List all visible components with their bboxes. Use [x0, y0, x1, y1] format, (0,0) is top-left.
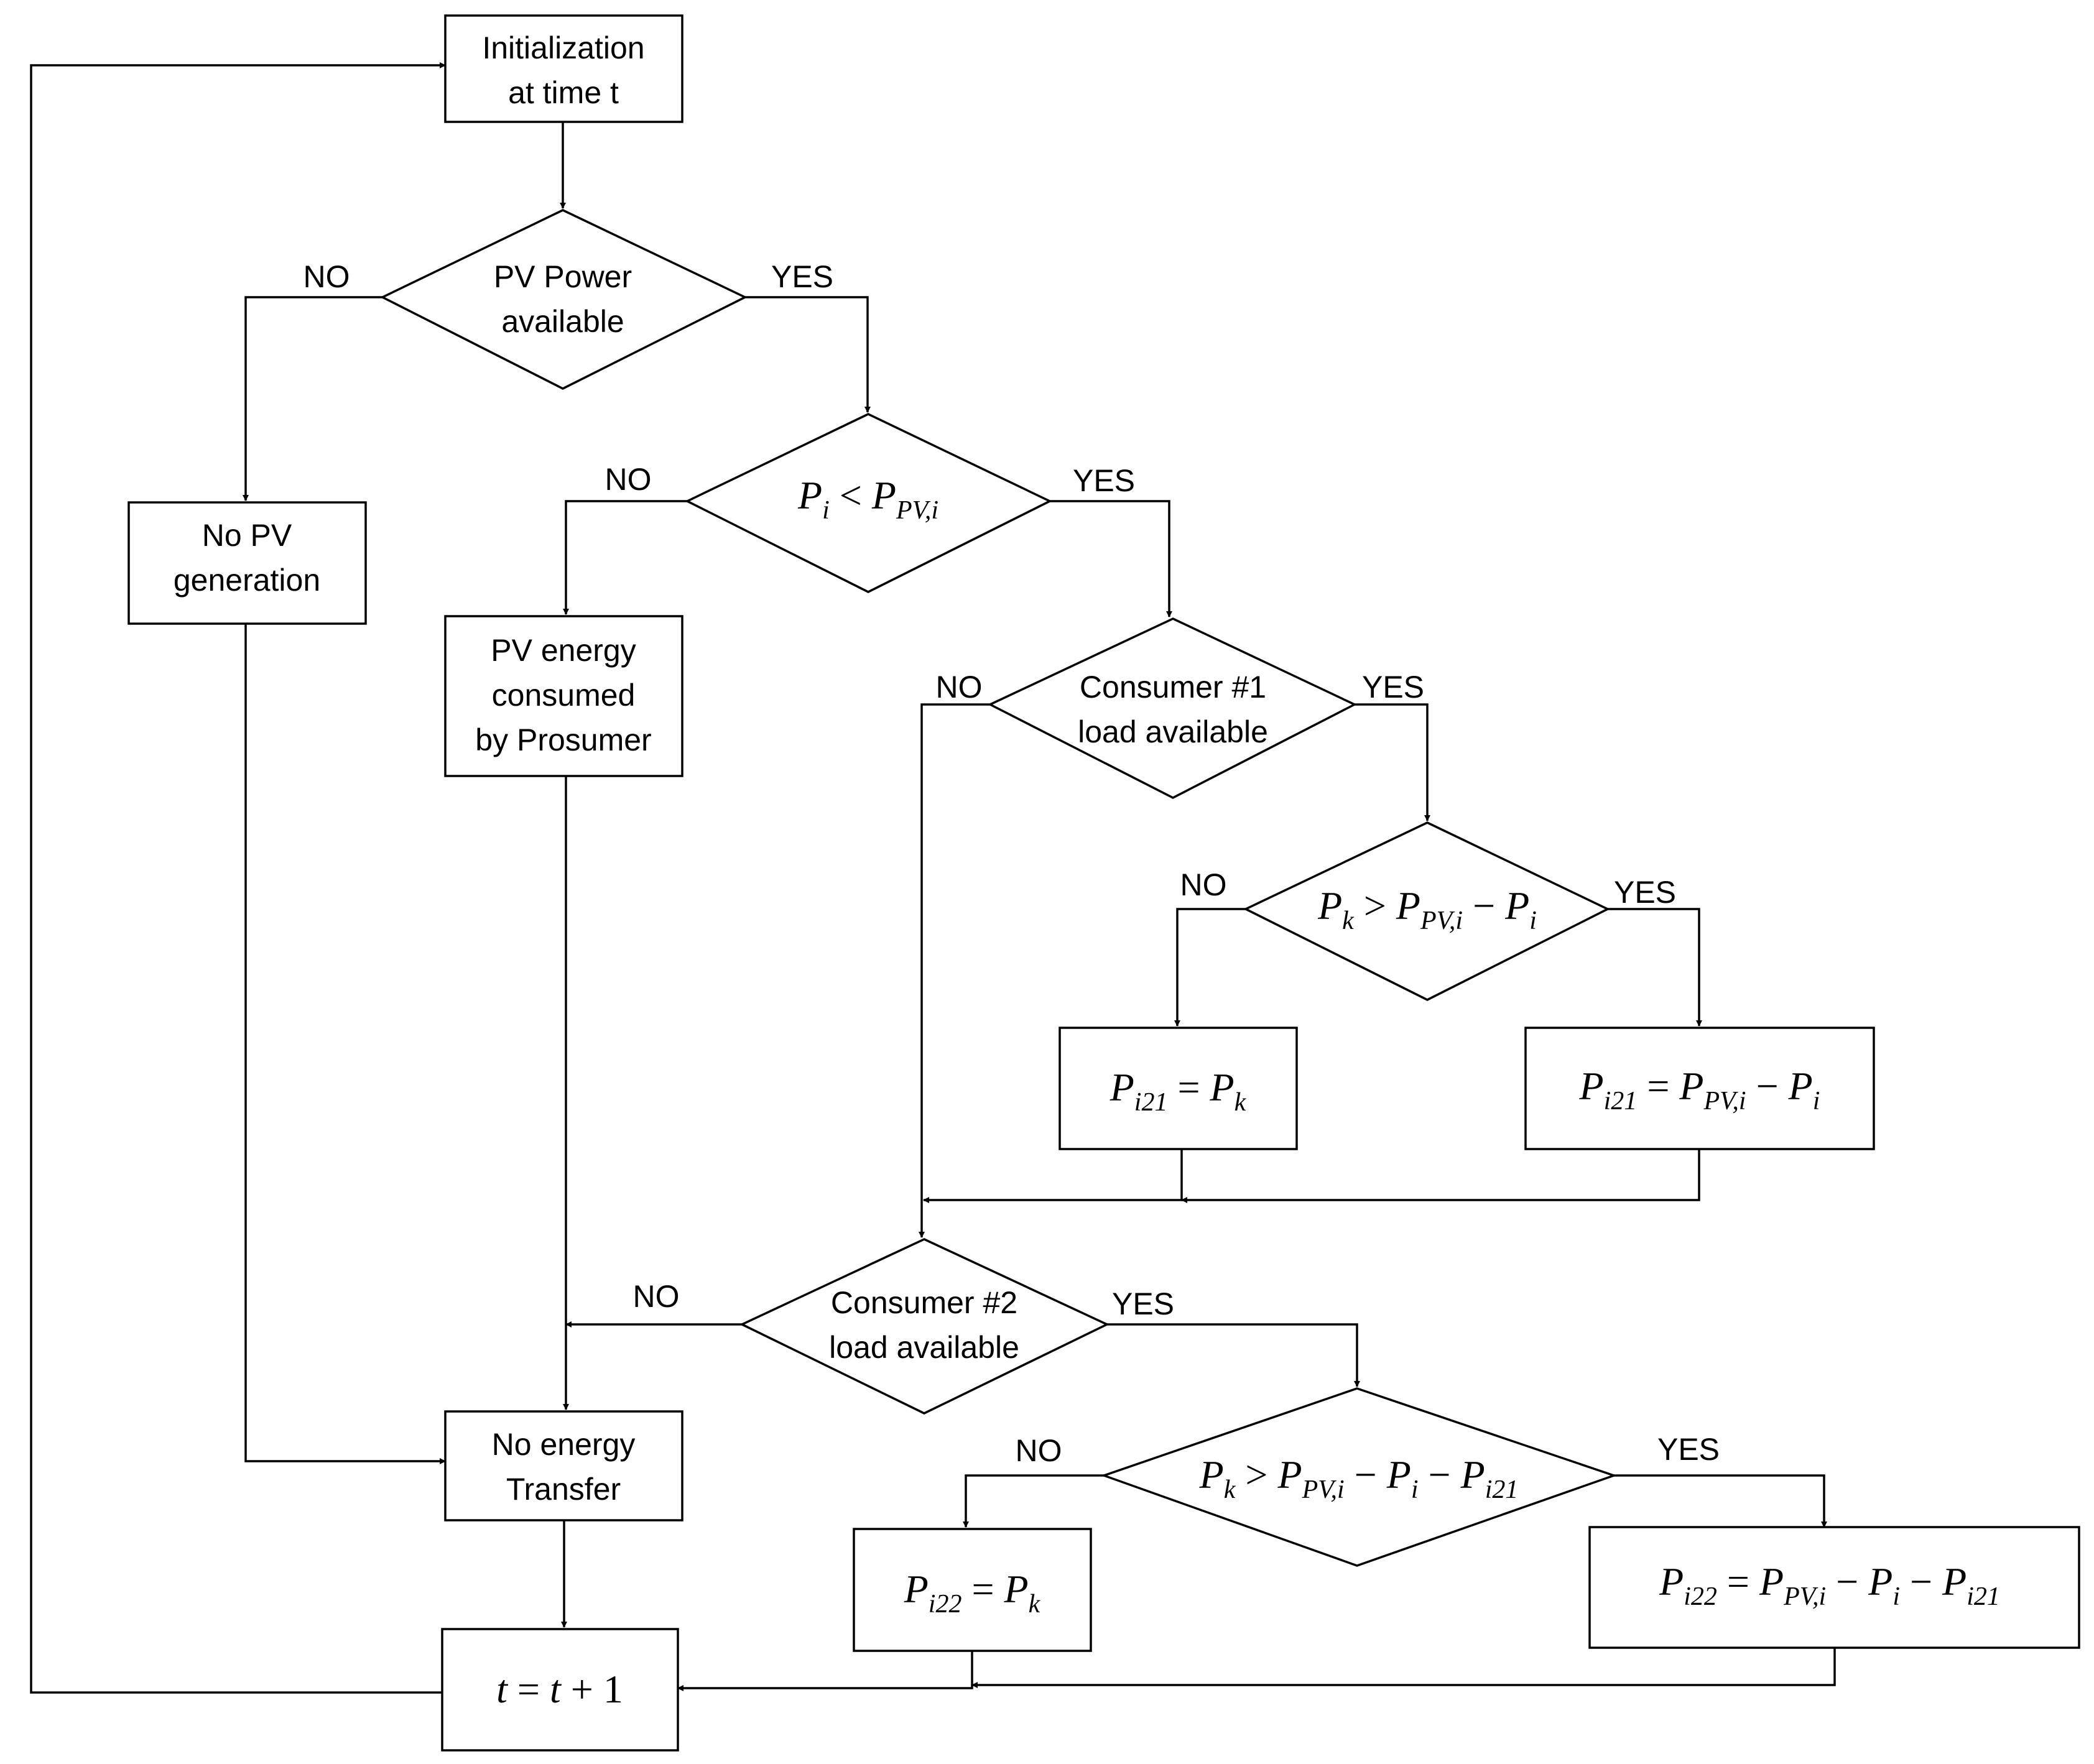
pv-consumed-line-1: PV energy: [491, 633, 636, 668]
pk-cond1-formula: Pk > PPV,i − Pi: [1317, 884, 1537, 935]
pk-cond2-yes-label: YES: [1657, 1432, 1720, 1467]
no-transfer-box: No energy Transfer: [444, 1410, 683, 1522]
pi-lt-ppv-formula: Pi < PPV,i: [797, 473, 938, 525]
consumer1-decision: Consumer #1 load available: [988, 617, 1357, 799]
pk-cond2-no-label: NO: [1016, 1433, 1062, 1468]
consumer2-yes-label: YES: [1112, 1286, 1174, 1321]
arrow-pi21-pk-merge: [923, 1147, 1183, 1203]
arrow-pk-cond2-yes: [1614, 1474, 1827, 1528]
t-update-box: t = t + 1: [441, 1628, 679, 1752]
pv-power-line-2: available: [501, 304, 624, 339]
arrow-consumer2-yes: [1107, 1323, 1360, 1387]
arrow-no-pv-to-no-transfer: [244, 624, 446, 1464]
arrow-pi-lt-ppv-no: [563, 500, 687, 615]
consumer1-line-2: load available: [1078, 714, 1268, 749]
consumer1-yes-label: YES: [1362, 670, 1424, 704]
arrow-pk-cond1-no: [1174, 908, 1246, 1027]
pv-consumed-line-3: by Prosumer: [475, 723, 651, 757]
pv-consumed-box: PV energy consumed by Prosumer: [444, 615, 683, 777]
connectors: [30, 62, 1836, 1694]
pi21-pk-formula: Pi21 = Pk: [1110, 1065, 1247, 1117]
no-pv-line-2: generation: [174, 563, 320, 598]
arrow-consumer1-yes: [1355, 703, 1430, 821]
pi22-diff-formula: Pi22 = PPV,i − Pi − Pi21: [1659, 1559, 2000, 1611]
pk-cond1-no-label: NO: [1180, 867, 1227, 902]
consumer2-line-1: Consumer #2: [831, 1285, 1017, 1320]
pi21-diff-box: Pi21 = PPV,i − Pi: [1524, 1027, 1875, 1150]
pi21-diff-formula: Pi21 = PPV,i − Pi: [1579, 1064, 1820, 1115]
pi-lt-ppv-yes-label: YES: [1073, 463, 1135, 498]
pk-cond2-formula: Pk > PPV,i − Pi − Pi21: [1199, 1452, 1519, 1504]
arrow-pi22-diff-merge: [971, 1648, 1836, 1688]
arrow-pk-cond1-yes: [1608, 908, 1702, 1027]
pk-cond2-decision: Pk > PPV,i − Pi − Pi21: [1100, 1387, 1618, 1567]
pi22-diff-box: Pi22 = PPV,i − Pi − Pi21: [1588, 1526, 2080, 1649]
pv-power-line-1: PV Power: [494, 259, 632, 294]
arrow-loop-back: [30, 62, 446, 1694]
arrow-pv-power-yes: [745, 296, 871, 413]
pv-power-decision: PV Power available: [380, 209, 748, 390]
consumer1-line-1: Consumer #1: [1080, 670, 1266, 704]
arrow-pi-lt-ppv-yes: [1050, 500, 1172, 617]
init-line-1: Initialization: [482, 30, 644, 65]
pi21-pk-box: Pi21 = Pk: [1059, 1027, 1298, 1150]
pv-power-no-label: NO: [303, 259, 350, 294]
consumer1-no-label: NO: [936, 670, 983, 704]
no-pv-box: No PV generation: [127, 501, 367, 625]
consumer2-decision: Consumer #2 load available: [739, 1238, 1110, 1415]
consumer2-no-label: NO: [633, 1279, 680, 1314]
consumer2-line-2: load available: [829, 1330, 1019, 1365]
arrow-pi21-diff-merge: [1181, 1147, 1700, 1203]
no-transfer-line-1: No energy: [492, 1427, 636, 1462]
init-line-2: at time t: [508, 75, 619, 110]
t-update-formula: t = t + 1: [496, 1667, 623, 1711]
pk-cond1-yes-label: YES: [1614, 875, 1676, 910]
pi22-pk-formula: Pi22 = Pk: [904, 1567, 1041, 1619]
arrow-pv-power-no: [243, 296, 382, 501]
pv-consumed-line-2: consumed: [492, 678, 636, 713]
no-transfer-line-2: Transfer: [506, 1472, 621, 1507]
pv-power-yes-label: YES: [771, 259, 833, 294]
arrow-pk-cond2-no: [963, 1474, 1104, 1528]
no-pv-line-1: No PV: [202, 518, 292, 553]
pi-lt-ppv-decision: Pi < PPV,i: [685, 413, 1052, 593]
pk-cond1-decision: Pk > PPV,i − Pi: [1243, 821, 1610, 1001]
init-box: Initialization at time t: [444, 14, 683, 123]
arrow-pi22-pk-merge: [677, 1651, 973, 1691]
arrow-consumer1-no: [919, 703, 990, 1238]
pi-lt-ppv-no-label: NO: [605, 462, 652, 497]
pi22-pk-box: Pi22 = Pk: [853, 1528, 1092, 1652]
branch-labels: NO YES NO YES NO YES NO YES NO YES NO YE…: [303, 259, 1720, 1468]
